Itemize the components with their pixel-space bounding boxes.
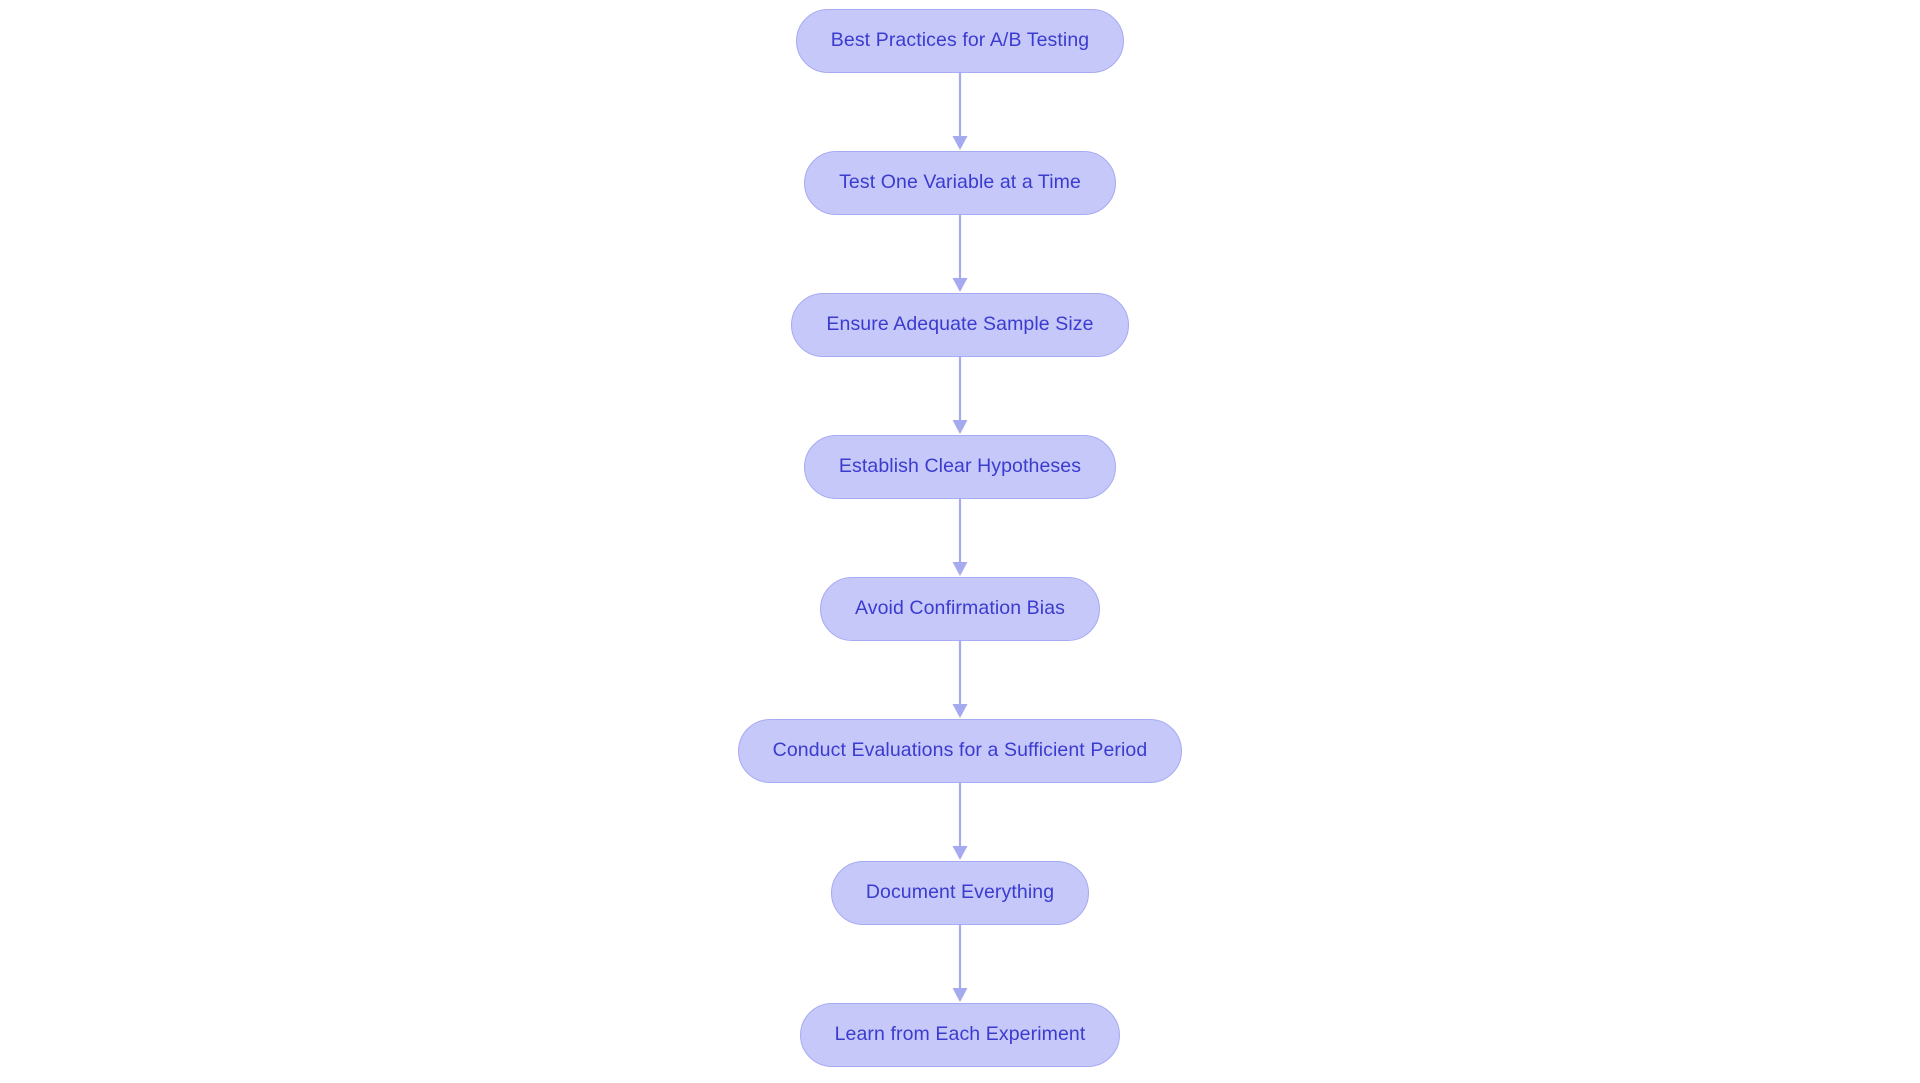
flow-node-learn-from-each-experiment[interactable]: Learn from Each Experiment xyxy=(799,1003,1121,1067)
flow-connector-arrow xyxy=(947,215,973,293)
flow-node-label: Avoid Confirmation Bias xyxy=(854,597,1066,620)
flow-connector-arrow xyxy=(947,357,973,435)
flow-node-avoid-confirmation-bias[interactable]: Avoid Confirmation Bias xyxy=(819,577,1101,641)
flow-node-test-one-variable-at-a-time[interactable]: Test One Variable at a Time xyxy=(804,151,1116,215)
flow-node-establish-clear-hypotheses[interactable]: Establish Clear Hypotheses xyxy=(803,435,1117,499)
flow-node-document-everything[interactable]: Document Everything xyxy=(830,861,1090,925)
flow-connector-arrow xyxy=(947,641,973,719)
flow-node-ensure-adequate-sample-size[interactable]: Ensure Adequate Sample Size xyxy=(791,293,1129,357)
flow-node-label: Test One Variable at a Time xyxy=(839,171,1081,194)
flow-node-label: Ensure Adequate Sample Size xyxy=(826,313,1094,336)
flow-connector-arrow xyxy=(947,925,973,1003)
flow-node-label: Establish Clear Hypotheses xyxy=(838,455,1082,478)
flow-node-label: Learn from Each Experiment xyxy=(834,1023,1086,1046)
flow-node-label: Conduct Evaluations for a Sufficient Per… xyxy=(772,739,1148,762)
flow-node-best-practices-for-ab-testing[interactable]: Best Practices for A/B Testing xyxy=(795,9,1125,73)
flow-node-label: Document Everything xyxy=(865,881,1055,904)
flow-connector-arrow xyxy=(947,73,973,151)
flow-node-label: Best Practices for A/B Testing xyxy=(830,29,1090,52)
flow-connector-arrow xyxy=(947,783,973,861)
flow-node-conduct-evaluations-for-a-sufficient-period[interactable]: Conduct Evaluations for a Sufficient Per… xyxy=(737,719,1183,783)
flow-connector-arrow xyxy=(947,499,973,577)
